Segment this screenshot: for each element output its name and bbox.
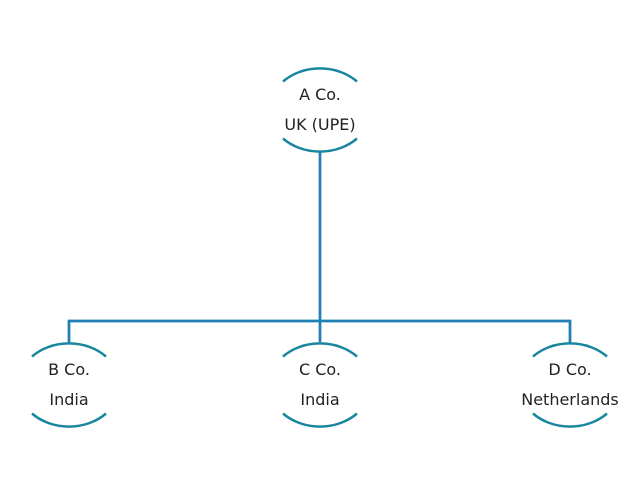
node-b-company-name: B Co. [48, 360, 90, 379]
node-b-top-arc [31, 342, 107, 358]
node-d-company-name: D Co. [548, 360, 592, 379]
node-c-jurisdiction: India [300, 390, 340, 409]
node-a-shape [282, 67, 358, 153]
node-a-bottom-arc [282, 137, 358, 153]
node-c-bottom-arc [282, 412, 358, 428]
node-d-jurisdiction: Netherlands [521, 390, 619, 409]
node-b-jurisdiction: India [49, 390, 89, 409]
node-a-jurisdiction: UK (UPE) [284, 115, 356, 134]
node-d-top-arc [532, 342, 608, 358]
node-a-label: A Co. UK (UPE) [250, 80, 390, 140]
node-c-top-arc [282, 342, 358, 358]
node-c-label: C Co. India [250, 355, 390, 415]
node-d-shape [532, 342, 608, 428]
node-c-shape [282, 342, 358, 428]
node-d-label: D Co. Netherlands [500, 355, 636, 415]
node-a-company-name: A Co. [299, 85, 341, 104]
node-c-company-name: C Co. [298, 360, 342, 379]
node-b-shape [31, 342, 107, 428]
node-b-bottom-arc [31, 412, 107, 428]
node-d-bottom-arc [532, 412, 608, 428]
node-b-label: B Co. India [0, 355, 139, 415]
node-a-top-arc [282, 67, 358, 83]
